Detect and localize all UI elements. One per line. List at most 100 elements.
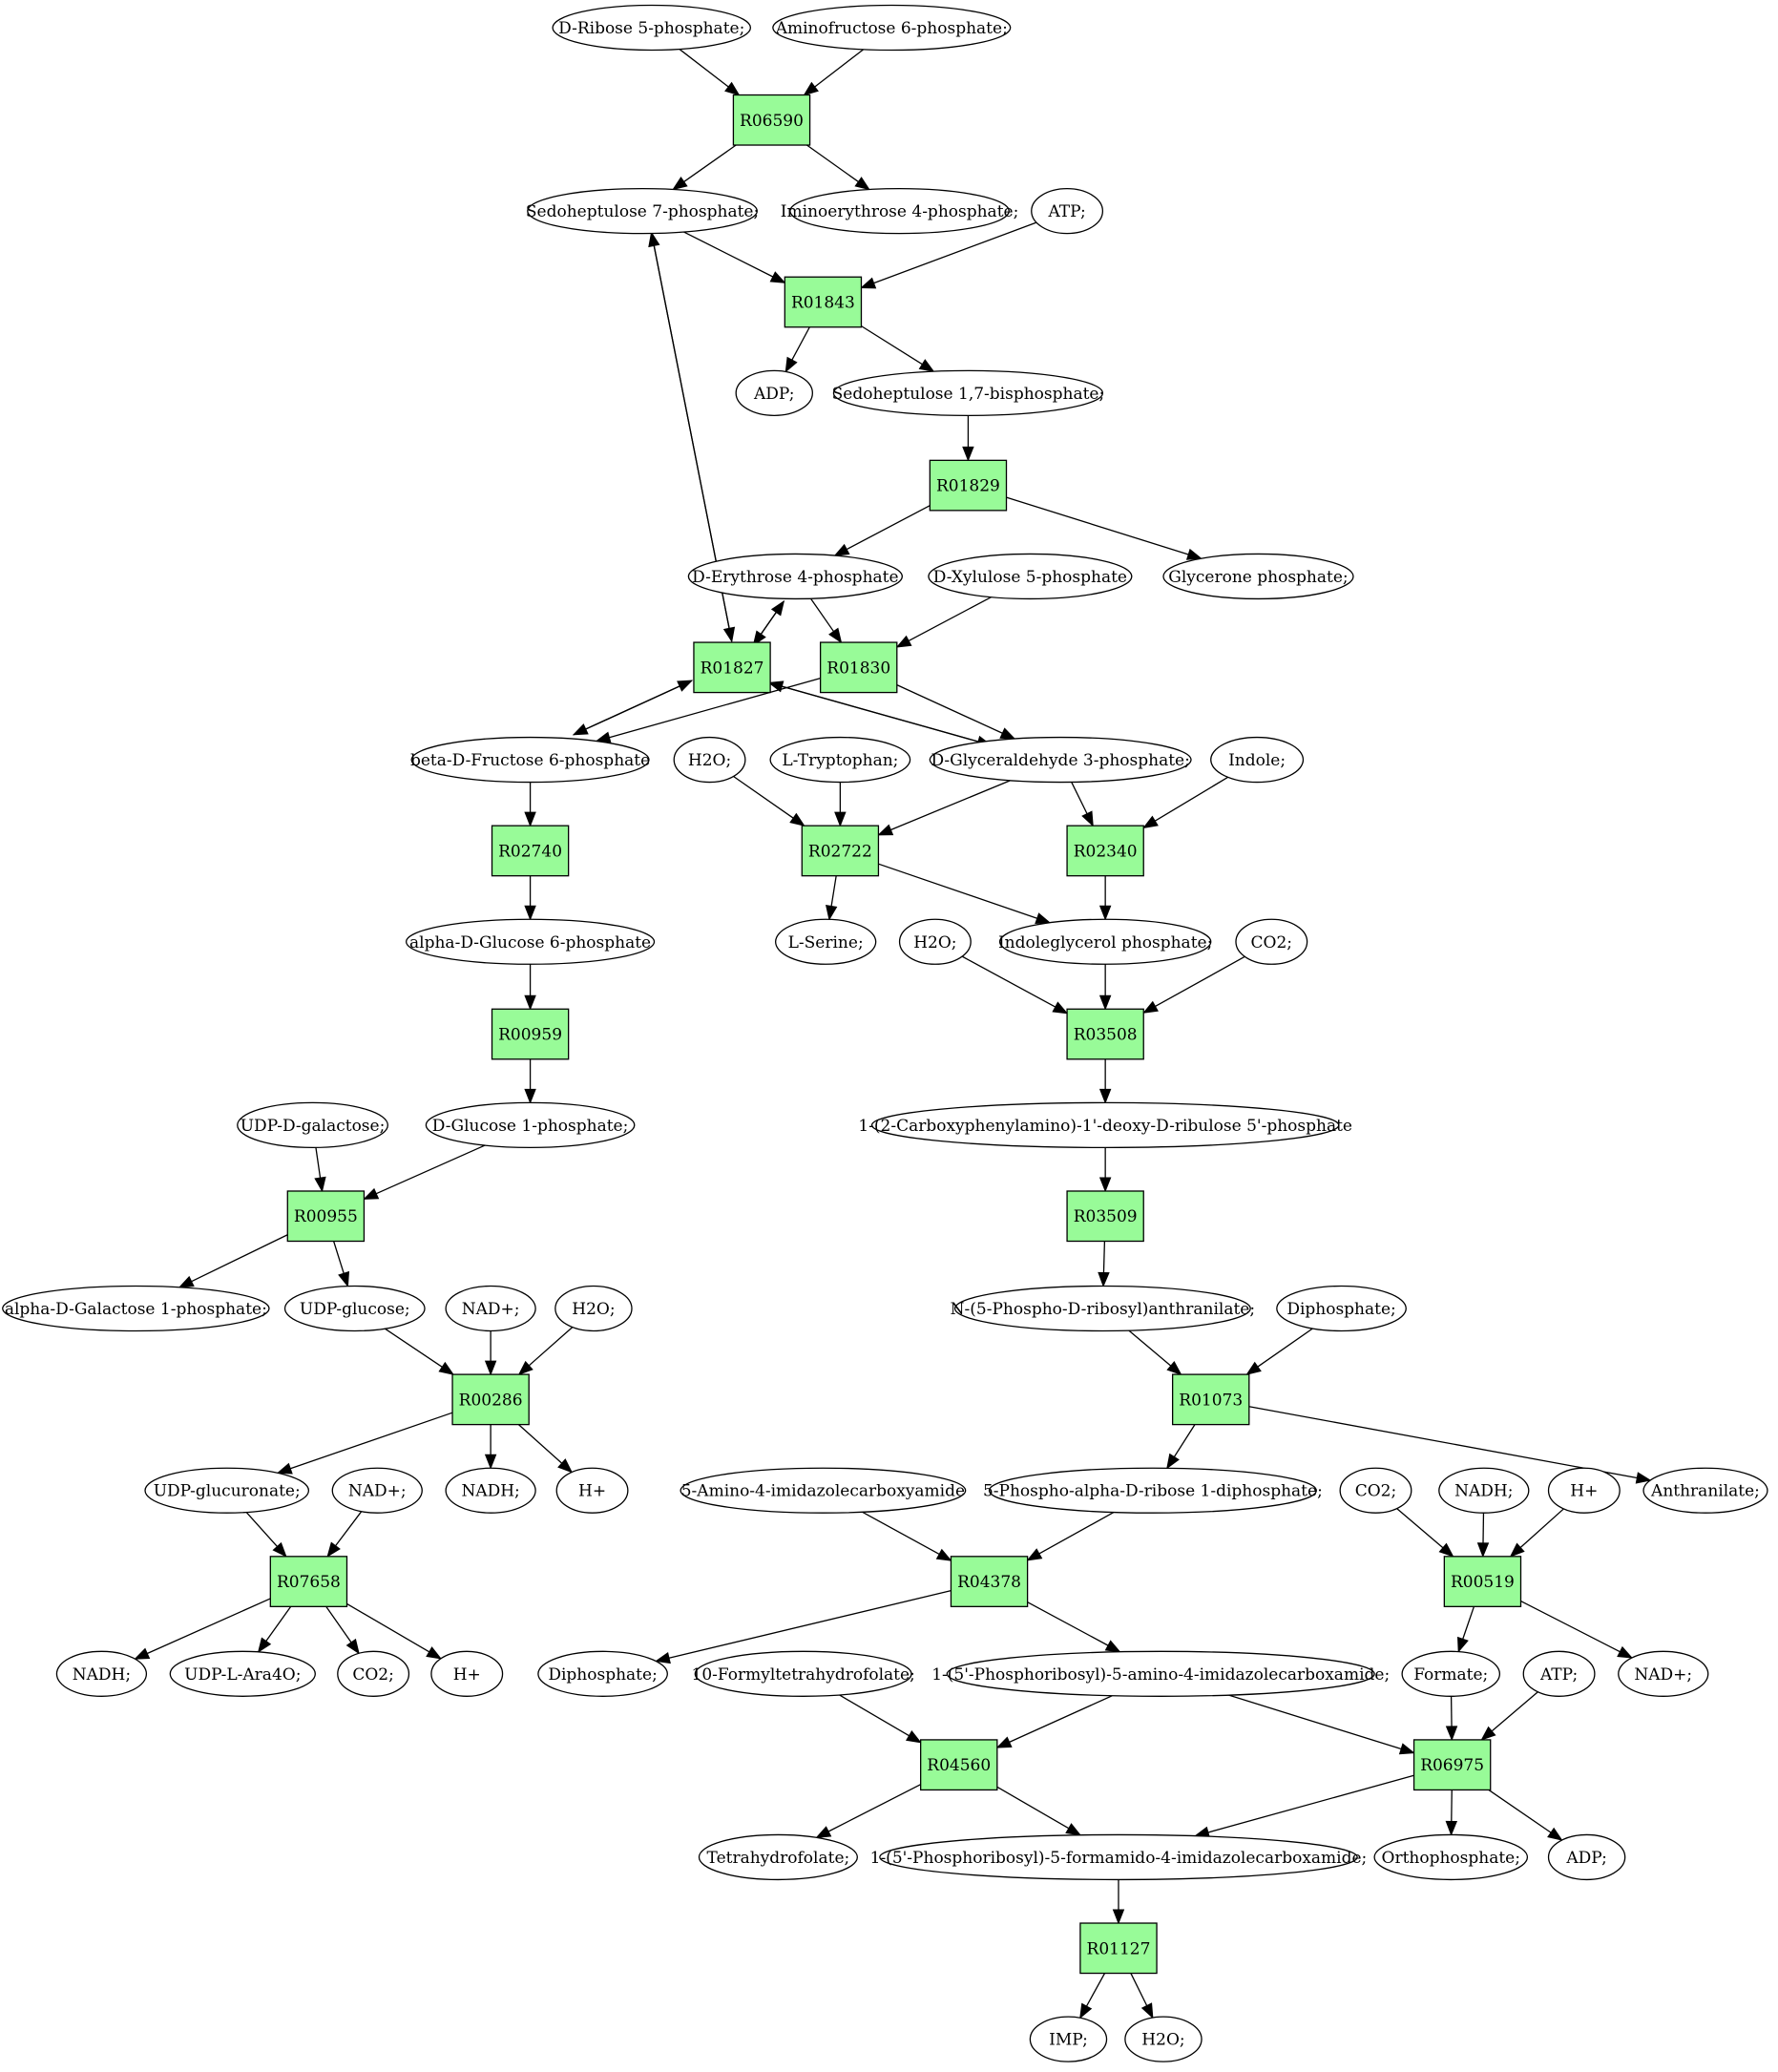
metabolite-node-galactose1p[interactable]: alpha-D-Galactose 1-phosphate; [2,1285,270,1332]
edge-line [861,325,923,366]
reaction-node-R07658[interactable]: R07658 [269,1556,348,1607]
metabolite-node-formylthf[interactable]: 10-Formyltetrahydrofolate; [692,1650,915,1697]
reaction-node-R01843[interactable]: R01843 [784,276,863,328]
metabolite-node-diphosphate2[interactable]: Diphosphate; [537,1650,668,1697]
reaction-node-R03509[interactable]: R03509 [1066,1190,1144,1243]
reaction-node-R00519[interactable]: R00519 [1443,1556,1522,1607]
node-label: R02340 [1074,842,1138,861]
metabolite-node-fructose6p[interactable]: beta-D-Fructose 6-phosphate [410,736,650,784]
node-label: R01827 [701,659,764,678]
metabolite-node-h2o4[interactable]: H2O; [1124,2016,1203,2062]
metabolite-node-nadh1[interactable]: NADH; [445,1467,536,1514]
metabolite-node-udpgal[interactable]: UDP-D-galactose; [237,1101,388,1149]
edge-glucose1p-to-R00955 [363,1144,486,1200]
metabolite-node-prpp[interactable]: 5-Phospho-alpha-D-ribose 1-diphosphate; [983,1467,1323,1514]
metabolite-node-aminofructose6p[interactable]: Aminofructose 6-phosphate; [772,4,1012,52]
metabolite-node-anthranilate[interactable]: Anthranilate; [1642,1467,1768,1514]
metabolite-ellipse [445,1467,536,1514]
metabolite-ellipse [406,918,656,965]
metabolite-node-udpglucuronate[interactable]: UDP-glucuronate; [144,1467,310,1514]
metabolite-node-serine[interactable]: L-Serine; [774,918,877,965]
metabolite-node-pra[interactable]: N-(5-Phospho-D-ribosyl)anthranilate; [951,1285,1255,1332]
metabolite-node-g3p[interactable]: D-Glyceraldehyde 3-phosphate; [929,736,1192,784]
metabolite-node-iminoerythrose4p[interactable]: Iminoerythrose 4-phosphate; [781,187,1019,235]
reaction-node-R02722[interactable]: R02722 [801,825,880,877]
metabolite-node-atp2[interactable]: ATP; [1522,1650,1596,1697]
metabolite-node-co2c[interactable]: CO2; [337,1650,410,1697]
metabolite-node-formate[interactable]: Formate; [1401,1650,1501,1697]
metabolite-node-igp[interactable]: Indoleglycerol phosphate; [998,918,1212,965]
metabolite-node-nadplus2[interactable]: NAD+; [331,1467,423,1514]
metabolite-node-nadplus3[interactable]: NAD+; [1618,1650,1709,1697]
arrowhead-icon [484,1360,497,1376]
node-label: Orthophosphate; [1382,1849,1520,1868]
arrowhead-icon [1398,1743,1415,1755]
metabolite-node-nadh3[interactable]: NADH; [55,1650,148,1697]
metabolite-node-nadh2[interactable]: NADH; [1438,1467,1530,1514]
metabolite-node-indole[interactable]: Indole; [1210,736,1305,784]
reaction-node-R04560[interactable]: R04560 [920,1739,998,1791]
arrowhead-icon [1457,1636,1469,1653]
metabolite-node-adp2[interactable]: ADP; [1547,1833,1626,1881]
metabolite-node-sedoheptulose17bp[interactable]: Sedoheptulose 1,7-bisphosphate; [832,369,1105,416]
reaction-node-R01830[interactable]: R01830 [819,641,898,694]
metabolite-node-aica[interactable]: 5-Amino-4-imidazolecarboxyamide [680,1467,967,1514]
metabolite-node-hplus1[interactable]: H+ [555,1467,629,1514]
reaction-node-R02340[interactable]: R02340 [1066,825,1144,877]
reaction-node-R01829[interactable]: R01829 [929,459,1008,512]
reaction-node-R01073[interactable]: R01073 [1171,1373,1250,1426]
metabolite-node-diphosphate1[interactable]: Diphosphate; [1276,1285,1407,1332]
metabolite-node-h2o3[interactable]: H2O; [554,1285,633,1332]
arrowhead-icon [517,1360,533,1375]
reaction-node-R04378[interactable]: R04378 [950,1556,1029,1607]
edge-line [1228,1694,1402,1750]
edge-line [873,221,1037,284]
metabolite-node-ribose5p[interactable]: D-Ribose 5-phosphate; [552,4,752,52]
metabolite-node-udpglucose[interactable]: UDP-glucose; [283,1285,426,1332]
reaction-node-R02740[interactable]: R02740 [491,825,570,877]
reaction-node-R00959[interactable]: R00959 [491,1008,570,1060]
reaction-node-R00955[interactable]: R00955 [286,1190,366,1243]
metabolite-ellipse [1029,2016,1108,2062]
metabolite-node-erythrose4p[interactable]: D-Erythrose 4-phosphate [687,553,903,600]
metabolite-node-nadplus1[interactable]: NAD+; [445,1285,536,1332]
metabolite-node-hplus2[interactable]: H+ [1547,1467,1621,1514]
metabolite-node-hplus3[interactable]: H+ [430,1650,504,1697]
metabolite-node-sedoheptulose7p[interactable]: Sedoheptulose 7-phosphate; [526,187,759,235]
metabolite-node-h2o1[interactable]: H2O; [673,736,746,784]
metabolite-node-faicar[interactable]: 1-(5'-Phosphoribosyl)-5-formamido-4-imid… [870,1833,1368,1881]
node-label: Iminoerythrose 4-phosphate; [781,202,1019,221]
reaction-node-R06590[interactable]: R06590 [732,94,811,146]
arrowhead-icon [1547,1827,1563,1841]
metabolite-node-thf[interactable]: Tetrahydrofolate; [698,1833,858,1881]
metabolite-node-udpara4o[interactable]: UDP-L-Ara4O; [169,1650,316,1697]
reaction-node-R03508[interactable]: R03508 [1066,1008,1144,1060]
node-label: 5-Phospho-alpha-D-ribose 1-diphosphate; [983,1482,1323,1501]
metabolite-node-h2o2[interactable]: H2O; [898,918,972,965]
arrowhead-icon [770,599,785,617]
edge-line [810,597,834,632]
node-label: R00959 [498,1026,562,1045]
metabolite-node-cdrp[interactable]: 1-(2-Carboxyphenylamino)-1'-deoxy-D-ribu… [858,1101,1352,1149]
reaction-box [1079,1922,1158,1975]
metabolite-node-atp1[interactable]: ATP; [1031,187,1104,235]
edge-line [961,955,1056,1008]
metabolite-node-glyceronep[interactable]: Glycerone phosphate; [1162,553,1354,600]
metabolite-node-imp[interactable]: IMP; [1029,2016,1108,2062]
metabolite-node-orthophosphate[interactable]: Orthophosphate; [1373,1833,1529,1881]
metabolite-node-glucose6p[interactable]: alpha-D-Glucose 6-phosphate [406,918,656,965]
metabolite-node-aicar[interactable]: 1-(5'-Phosphoribosyl)-5-amino-4-imidazol… [931,1650,1390,1697]
reaction-node-R01827[interactable]: R01827 [693,641,771,694]
metabolite-node-co2b[interactable]: CO2; [1339,1467,1412,1514]
metabolite-node-co2a[interactable]: CO2; [1235,918,1308,965]
metabolite-node-glucose1p[interactable]: D-Glucose 1-phosphate; [425,1101,636,1149]
edge-line [290,1412,453,1470]
reaction-node-R01127[interactable]: R01127 [1079,1922,1158,1975]
edge-R00519-to-nadplus3 [1520,1600,1634,1659]
node-label: NADH; [73,1665,131,1685]
reaction-node-R00286[interactable]: R00286 [451,1373,530,1426]
metabolite-node-tryptophan[interactable]: L-Tryptophan; [769,736,911,784]
reaction-node-R06975[interactable]: R06975 [1412,1739,1492,1791]
metabolite-node-adp1[interactable]: ADP; [735,369,813,416]
metabolite-node-xylulose5p[interactable]: D-Xylulose 5-phosphate [928,553,1133,600]
